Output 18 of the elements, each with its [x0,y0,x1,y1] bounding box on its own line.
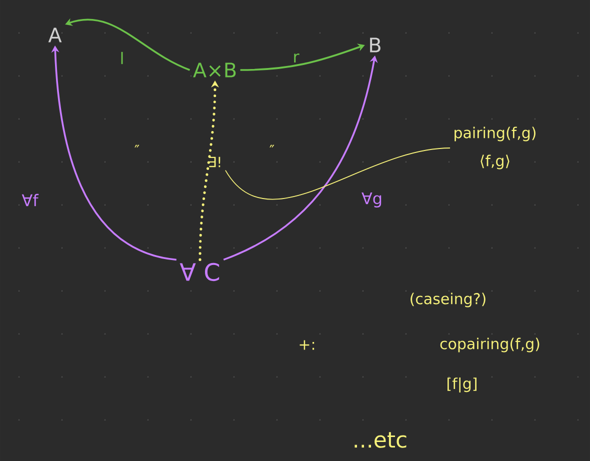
note-text: +: [300,340,314,350]
edge-label: r [292,52,300,64]
edge-label: ∀g [360,192,384,208]
note-text: [f|g] [448,377,476,392]
edge-label: ∀f [20,192,40,208]
arrow [198,80,219,262]
note-text: copairing(f,g) [440,338,540,352]
unique-existence-mark: ∃! [209,156,220,168]
object-label: A [48,28,62,42]
object-label: ∀ C [180,262,220,282]
note-text: ...etc [354,432,406,448]
object-label: B [370,38,380,52]
note-text: (caseing?) [410,292,486,308]
note-text: ″ [134,144,140,148]
leader-line [224,148,450,200]
pairing-note: pairing(f,g) ⟨f,g⟩ [454,126,536,170]
note-text: ″ [270,144,274,148]
product-label: A×B [193,62,236,78]
